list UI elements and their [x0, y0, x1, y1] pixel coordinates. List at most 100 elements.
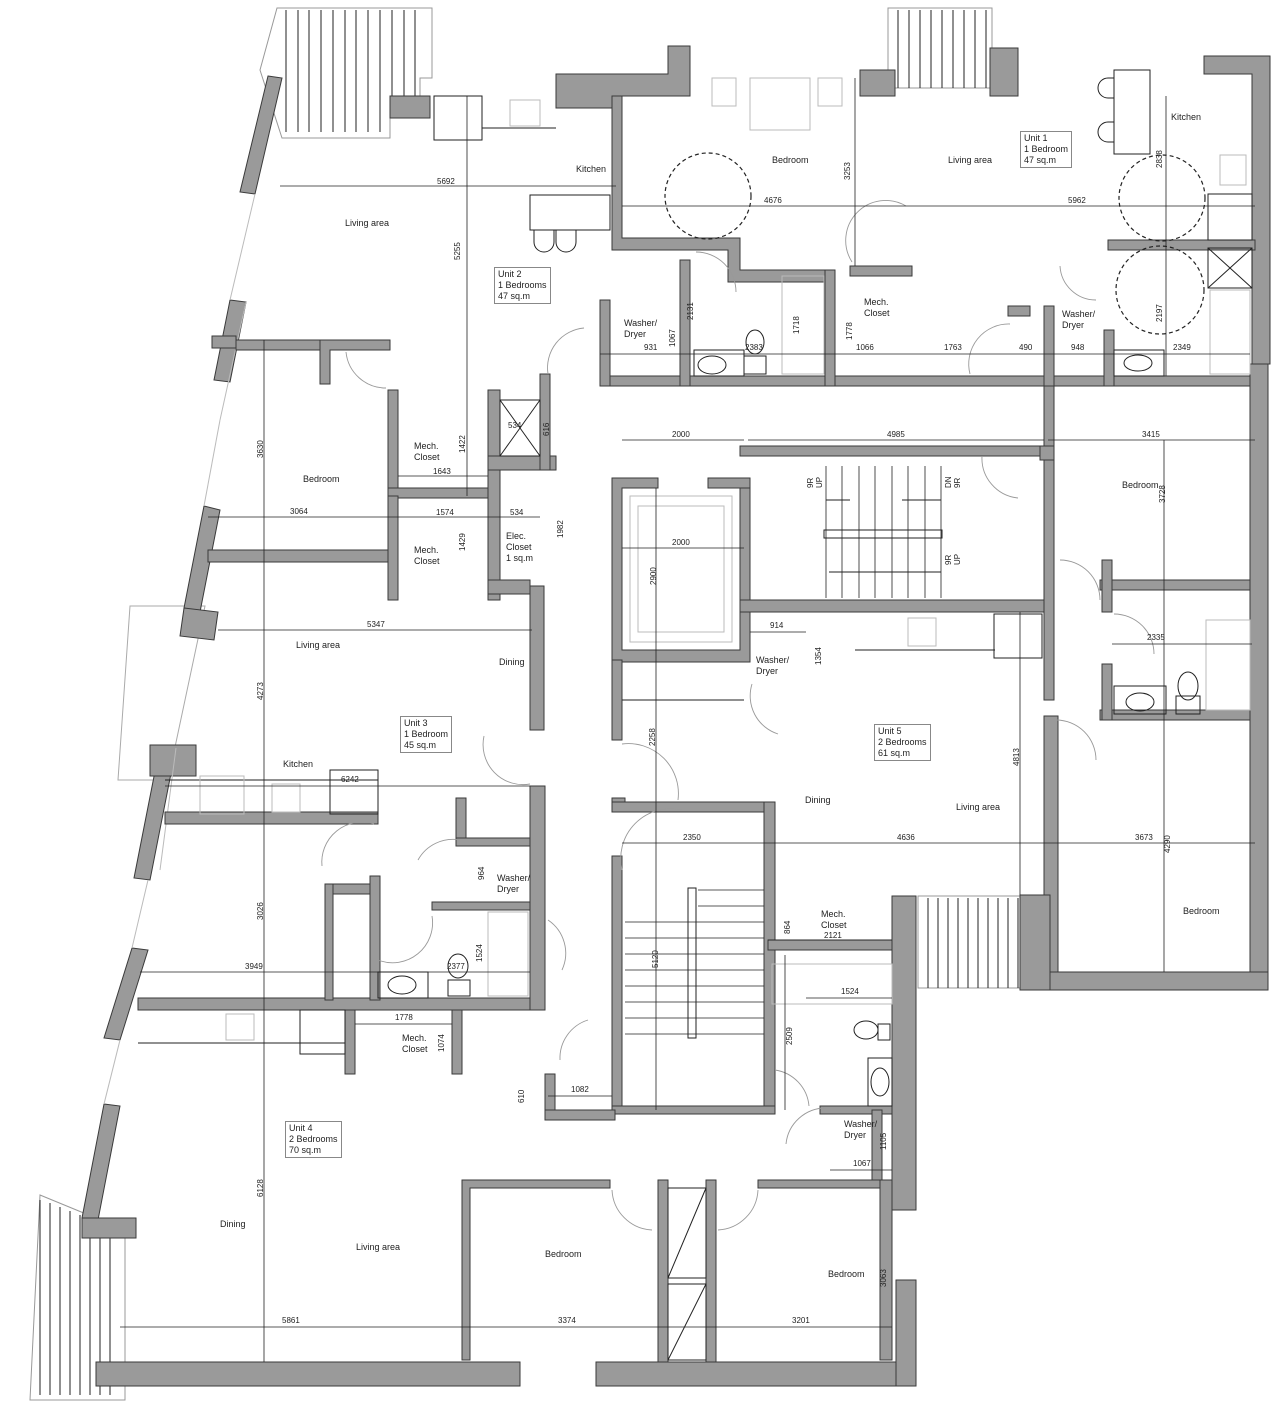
- room-label: Mech.Closet: [414, 545, 440, 566]
- dimension-label-vertical: 1422: [458, 435, 467, 453]
- room-label: Bedroom: [1183, 906, 1220, 916]
- dimension-label: 5347: [367, 620, 385, 629]
- dimension-label: 534: [510, 508, 524, 517]
- dimension-label: 3415: [1142, 430, 1160, 439]
- dimension-label-vertical: 2838: [1155, 150, 1164, 168]
- unit-5-area: 61 sq.m: [878, 748, 911, 758]
- room-label: Washer/Dryer: [497, 873, 531, 894]
- dimension-label-vertical: 1778: [845, 322, 854, 340]
- room-label: Bedroom: [545, 1249, 582, 1259]
- room-label: Washer/Dryer: [624, 318, 658, 339]
- dimension-label: 4985: [887, 430, 905, 439]
- dimension-label: 490: [1019, 343, 1033, 352]
- room-label: Living area: [296, 640, 341, 650]
- dimension-label: 4676: [764, 196, 782, 205]
- dimension-label-vertical: 3253: [843, 162, 852, 180]
- unit-5-name: Unit 5: [878, 726, 902, 736]
- room-label: Living area: [956, 802, 1001, 812]
- room-label: Bedroom: [772, 155, 809, 165]
- dimension-label: 2377: [447, 962, 465, 971]
- room-label: Kitchen: [1171, 112, 1202, 122]
- balcony-bottom-left: [29, 1194, 126, 1401]
- dimension-label: 534: [508, 421, 522, 430]
- dimension-label-vertical: 5120: [651, 950, 660, 968]
- dimension-label-vertical: 1429: [458, 533, 467, 551]
- unit-5-info: Unit 5 2 Bedrooms 61 sq.m: [874, 724, 931, 761]
- room-label: Living area: [948, 155, 993, 165]
- north-walls: [389, 45, 1271, 387]
- unit-3-bedrooms: 1 Bedroom: [404, 729, 449, 739]
- unit-1-bedrooms: 1 Bedroom: [1024, 144, 1069, 154]
- dimension-label-vertical: 2197: [1155, 304, 1164, 322]
- dimension-label-vertical: 3026: [256, 902, 265, 920]
- dimension-label-vertical: 4273: [256, 682, 265, 700]
- dimension-label: 1763: [944, 343, 962, 352]
- dimension-label: 4636: [897, 833, 915, 842]
- dimension-label-vertical: 864: [783, 920, 792, 934]
- dimension-lines: [120, 78, 1255, 1362]
- unit-4-info: Unit 4 2 Bedrooms 70 sq.m: [285, 1121, 342, 1158]
- dimension-label: 914: [770, 621, 784, 630]
- unit-2-name: Unit 2: [498, 269, 522, 279]
- dimension-label-vertical: 2258: [648, 728, 657, 746]
- unit-3-area: 45 sq.m: [404, 740, 437, 750]
- unit-2-bedrooms: 1 Bedrooms: [498, 280, 547, 290]
- dimension-label: 2349: [1173, 343, 1191, 352]
- room-label: Washer/Dryer: [756, 655, 790, 676]
- unit-3-name: Unit 3: [404, 718, 428, 728]
- room-label: Dining: [220, 1219, 246, 1229]
- room-label: Kitchen: [576, 164, 607, 174]
- room-label: Washer/Dryer: [1062, 309, 1096, 330]
- room-label: Bedroom: [303, 474, 340, 484]
- dimension-label: 5861: [282, 1316, 300, 1325]
- unit-4-area: 70 sq.m: [289, 1145, 322, 1155]
- dimension-label-vertical: 610: [517, 1089, 526, 1103]
- dimension-label: 1643: [433, 467, 451, 476]
- dimension-label-vertical: 2509: [785, 1027, 794, 1045]
- room-label: Living area: [356, 1242, 401, 1252]
- dimension-label: 931: [644, 343, 658, 352]
- dimension-label-vertical: 2131: [686, 302, 695, 320]
- door-swings: [321, 200, 1155, 1231]
- exterior-walls: [81, 75, 283, 1239]
- dimension-label: 2335: [1147, 633, 1165, 642]
- dimension-label: 1524: [841, 987, 859, 996]
- room-label: Mech.Closet: [414, 441, 440, 462]
- dimension-label: 5962: [1068, 196, 1086, 205]
- balcony-mid-right: [917, 895, 1027, 989]
- room-label: Washer/Dryer: [844, 1119, 878, 1140]
- balcony-top-right: [887, 7, 993, 89]
- dimension-label-vertical: 1354: [814, 647, 823, 665]
- dimension-label-vertical: 964: [477, 866, 486, 880]
- dimension-label: 3949: [245, 962, 263, 971]
- dimension-label: 2121: [824, 931, 842, 940]
- room-label: Dining: [805, 795, 831, 805]
- unit-4-name: Unit 4: [289, 1123, 313, 1133]
- dimension-label: 1067: [853, 1159, 871, 1168]
- dimension-label-vertical: 3063: [879, 1269, 888, 1287]
- unit-1-area: 47 sq.m: [1024, 155, 1057, 165]
- unit-3-info: Unit 3 1 Bedroom 45 sq.m: [400, 716, 453, 753]
- room-label: Mech.Closet: [864, 297, 890, 318]
- dimension-label-vertical: 1982: [556, 520, 565, 538]
- dimension-label: 2000: [672, 538, 690, 547]
- dimension-label: 3201: [792, 1316, 810, 1325]
- room-label: Mech.Closet: [402, 1033, 428, 1054]
- dimension-label: 2350: [683, 833, 701, 842]
- dimension-label-vertical: 1067: [668, 329, 677, 347]
- dimension-label-vertical: 2900: [649, 567, 658, 585]
- dimension-label: 3064: [290, 507, 308, 516]
- unit-2-info: Unit 2 1 Bedrooms 47 sq.m: [494, 267, 551, 304]
- dimension-label-vertical: 1074: [437, 1034, 446, 1052]
- unit-2-area: 47 sq.m: [498, 291, 531, 301]
- dimension-label: 2000: [672, 430, 690, 439]
- dimension-label-vertical: 4813: [1012, 748, 1021, 766]
- unit-1-name: Unit 1: [1024, 133, 1048, 143]
- dimension-label: 948: [1071, 343, 1085, 352]
- dimension-label: 1778: [395, 1013, 413, 1022]
- dimension-label-vertical: 3630: [256, 440, 265, 458]
